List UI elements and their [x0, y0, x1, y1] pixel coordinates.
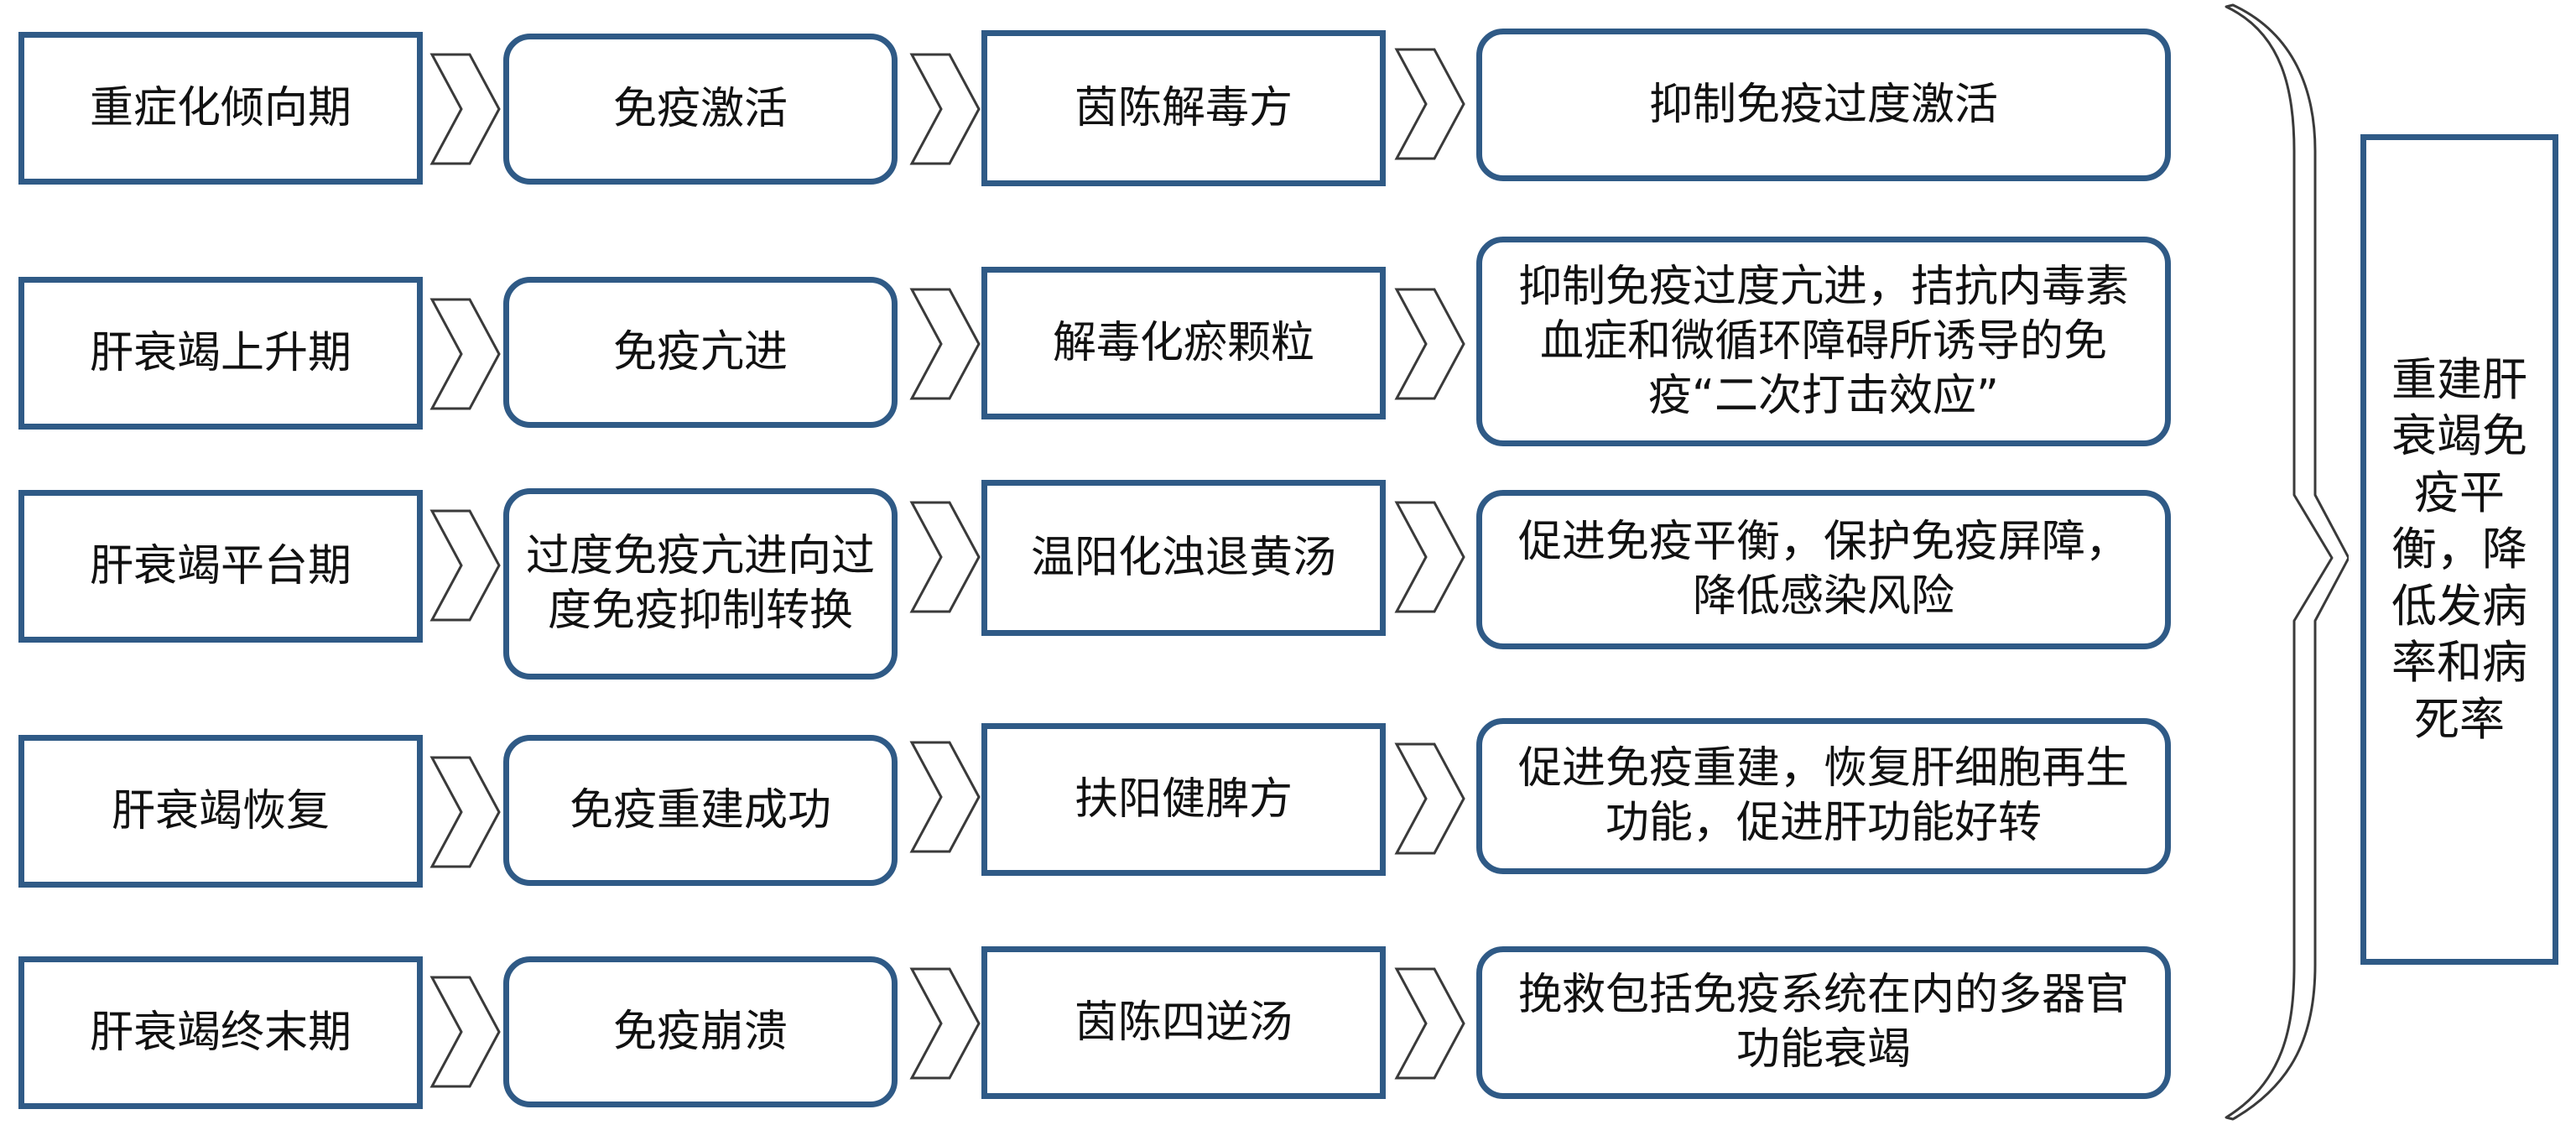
stage-label: 重症化倾向期 — [89, 82, 351, 133]
effect-label: 挽救包括免疫系统在内的多器官功能衰竭 — [1517, 970, 2129, 1075]
curly-brace-icon — [2225, 3, 2349, 1121]
effect-box-row3: 促进免疫平衡，保护免疫屏障，降低感染风险 — [1476, 490, 2171, 649]
immune-state-box-hyperactive: 免疫亢进 — [503, 277, 898, 428]
immune-state-label: 免疫重建成功 — [569, 784, 831, 836]
result-box: 重建肝衰竭免疫平衡，降低发病率和病死率 — [2360, 134, 2558, 965]
formula-label: 扶阳健脾方 — [1074, 773, 1293, 825]
chevron-arrow-icon — [1394, 967, 1465, 1080]
chevron-arrow-icon — [429, 53, 501, 165]
chevron-arrow-icon — [909, 741, 981, 853]
immune-state-box-rebuild-success: 免疫重建成功 — [503, 735, 898, 886]
formula-label: 解毒化瘀颗粒 — [1052, 317, 1314, 368]
formula-box-fuyang-jianpi: 扶阳健脾方 — [981, 723, 1386, 876]
chevron-arrow-icon — [429, 298, 501, 410]
stage-box-rising: 肝衰竭上升期 — [18, 277, 423, 430]
effect-label: 抑制免疫过度激活 — [1648, 79, 1998, 130]
chevron-arrow-icon — [429, 509, 501, 622]
chevron-arrow-icon — [909, 967, 981, 1080]
effect-label: 抑制免疫过度亢进，拮抗内毒素血症和微循环障碍所诱导的免疫“二次打击效应” — [1517, 261, 2129, 421]
stage-box-plateau: 肝衰竭平台期 — [18, 490, 423, 643]
chevron-arrow-icon — [909, 501, 981, 613]
stage-box-recovery: 肝衰竭恢复 — [18, 735, 423, 888]
chevron-arrow-icon — [429, 756, 501, 868]
effect-box-row2: 抑制免疫过度亢进，拮抗内毒素血症和微循环障碍所诱导的免疫“二次打击效应” — [1476, 237, 2171, 446]
immune-state-box-collapse: 免疫崩溃 — [503, 956, 898, 1107]
effect-box-row1: 抑制免疫过度激活 — [1476, 29, 2171, 181]
formula-box-yinchen-jiedu: 茵陈解毒方 — [981, 30, 1386, 186]
stage-label: 肝衰竭平台期 — [89, 540, 351, 591]
effect-label: 促进免疫平衡，保护免疫屏障，降低感染风险 — [1517, 517, 2129, 622]
formula-box-wenyang-huazhuo: 温阳化浊退黄汤 — [981, 480, 1386, 636]
stage-label: 肝衰竭终末期 — [89, 1007, 351, 1058]
immune-state-label: 免疫激活 — [612, 83, 788, 134]
chevron-arrow-icon — [1394, 288, 1465, 400]
formula-label: 温阳化浊退黄汤 — [1030, 532, 1336, 583]
chevron-arrow-icon — [429, 976, 501, 1088]
chevron-arrow-icon — [909, 288, 981, 400]
formula-label: 茵陈解毒方 — [1074, 82, 1293, 133]
effect-box-row4: 促进免疫重建，恢复肝细胞再生功能，促进肝功能好转 — [1476, 718, 2171, 874]
formula-label: 茵陈四逆汤 — [1074, 997, 1293, 1048]
stage-box-severe-tendency: 重症化倾向期 — [18, 32, 423, 185]
immune-state-label: 过度免疫亢进向过度免疫抑制转换 — [525, 531, 875, 636]
stage-label: 肝衰竭恢复 — [111, 785, 330, 836]
chevron-arrow-icon — [1394, 742, 1465, 855]
formula-box-yinchen-sini: 茵陈四逆汤 — [981, 946, 1386, 1099]
stage-box-terminal: 肝衰竭终末期 — [18, 956, 423, 1109]
effect-label: 促进免疫重建，恢复肝细胞再生功能，促进肝功能好转 — [1517, 743, 2129, 848]
chevron-arrow-icon — [1394, 501, 1465, 613]
immune-state-label: 免疫崩溃 — [612, 1006, 788, 1057]
chevron-arrow-icon — [1394, 48, 1465, 160]
immune-state-box-activation: 免疫激活 — [503, 34, 898, 185]
immune-state-label: 免疫亢进 — [612, 326, 788, 378]
effect-box-row5: 挽救包括免疫系统在内的多器官功能衰竭 — [1476, 946, 2171, 1099]
stage-label: 肝衰竭上升期 — [89, 327, 351, 378]
immune-state-box-transition: 过度免疫亢进向过度免疫抑制转换 — [503, 488, 898, 680]
result-label: 重建肝衰竭免疫平衡，降低发病率和病死率 — [2391, 352, 2527, 746]
formula-box-jiedu-huayu: 解毒化瘀颗粒 — [981, 267, 1386, 419]
chevron-arrow-icon — [909, 53, 981, 165]
